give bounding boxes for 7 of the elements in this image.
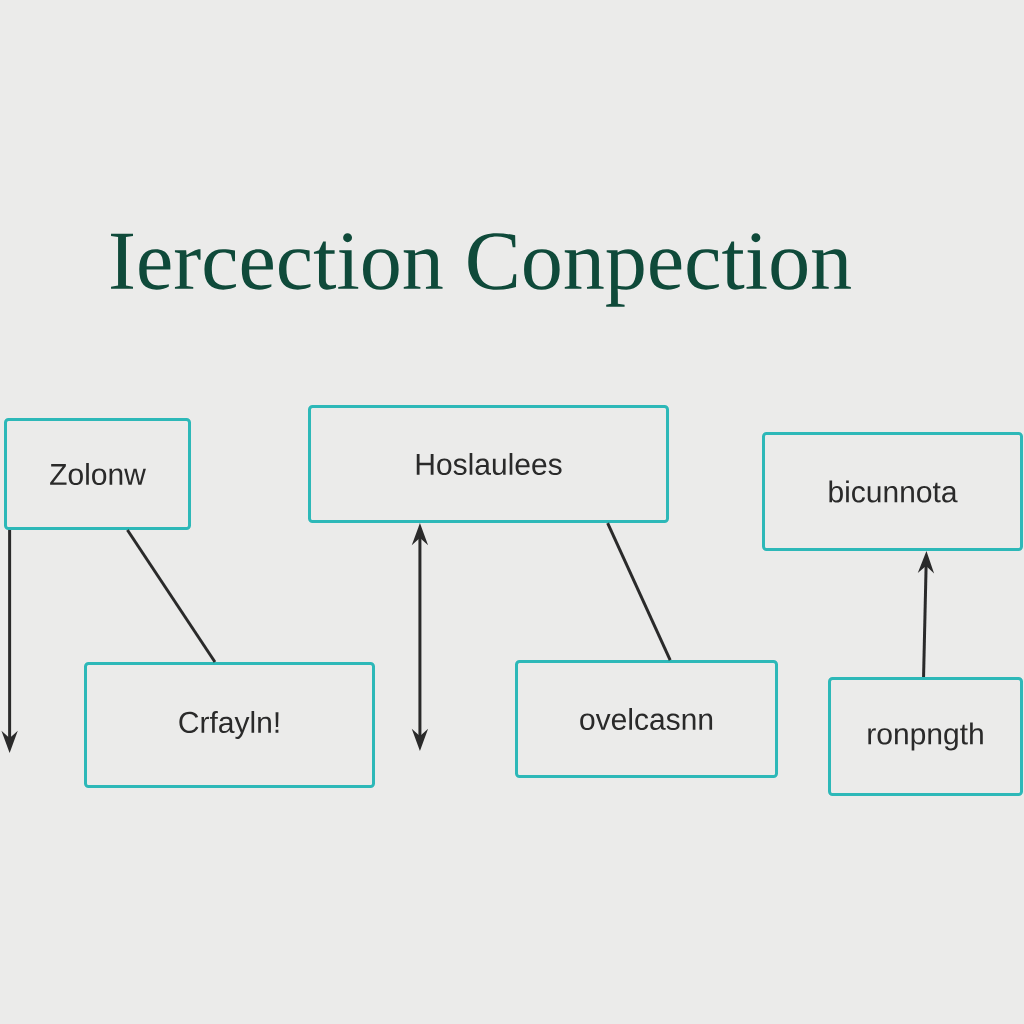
text-box: Crfayln! [84,662,375,788]
text-box: bicunnota [762,432,1023,551]
text-box: ronpngth [828,677,1023,796]
title: Iercection Conpection [111,233,851,307]
text-box: Hoslaulees [308,405,669,523]
text-box: ovelcasnn [515,660,778,778]
text-box: Zolonw [4,418,191,530]
